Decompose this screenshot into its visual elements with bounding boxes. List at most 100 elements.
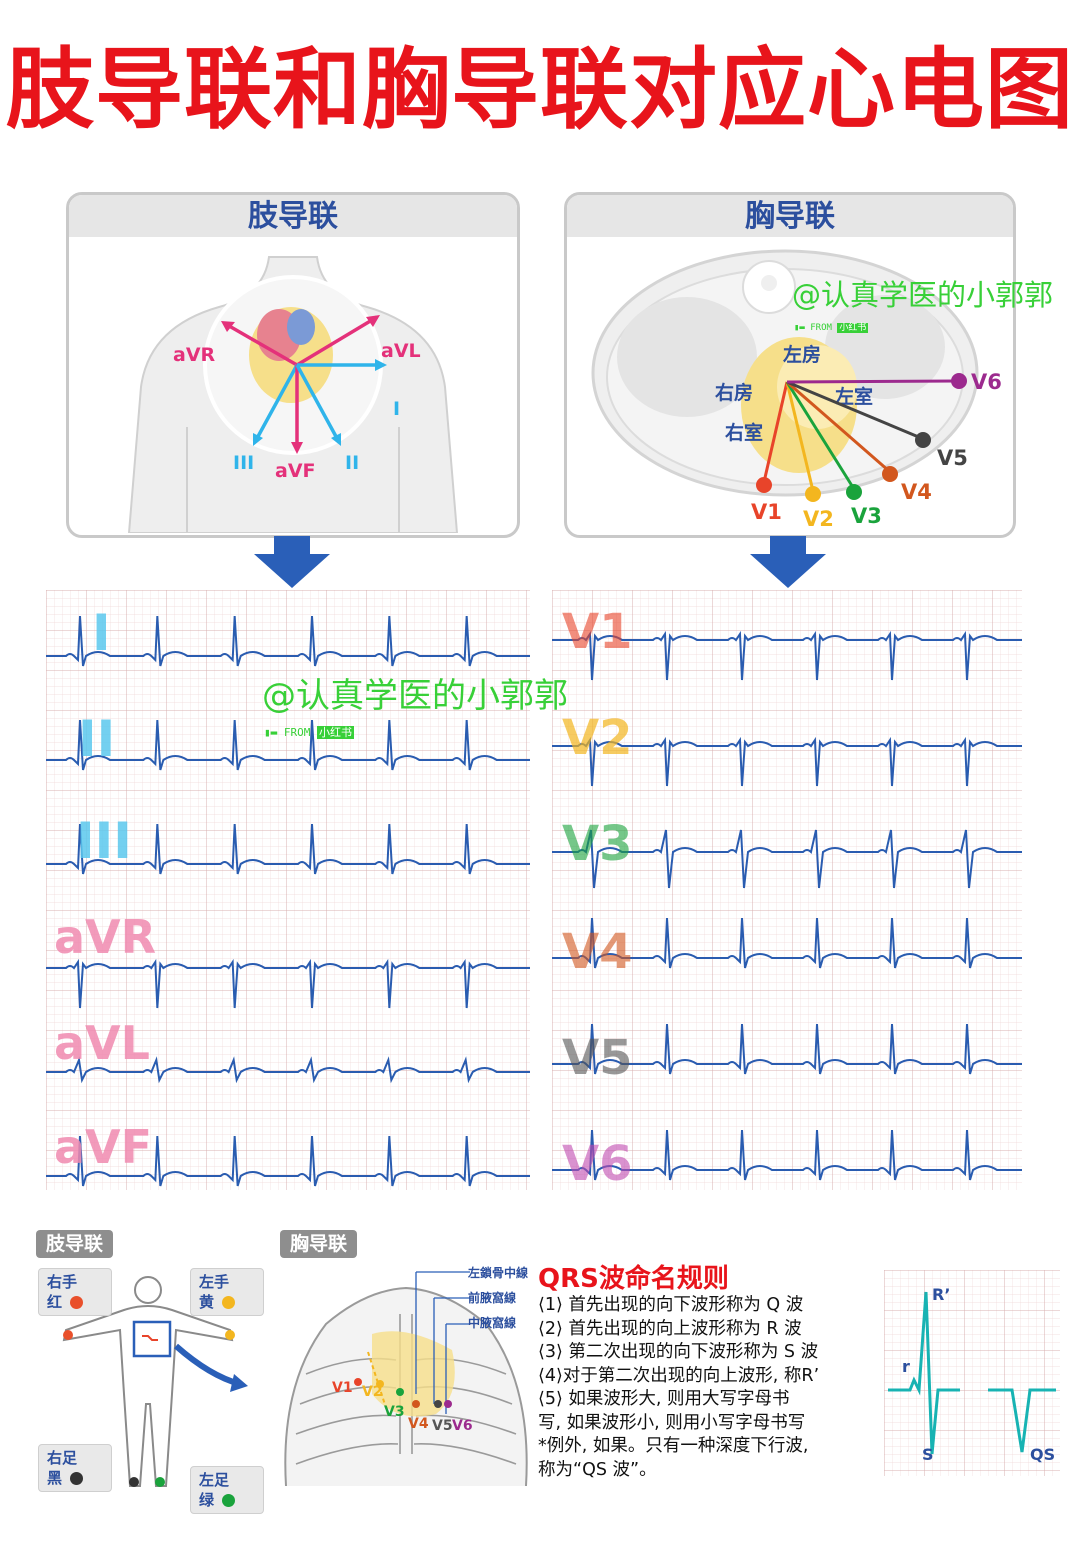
ii-vector-label: II	[345, 452, 359, 474]
v5-electrode-label: V5	[432, 1418, 453, 1434]
ecg-lead-label-v3: V3	[562, 816, 633, 872]
ecg-trace	[46, 615, 530, 667]
watermark-from-label-center: FROM	[283, 726, 311, 739]
chest-lead-panel: 胸导联 左房 右房 左室 右室 V1 V2 V3 V4	[564, 192, 1016, 538]
watermark-from: ▮▬ FROM 小红书	[794, 323, 869, 333]
watermark-from-label: FROM	[810, 323, 832, 333]
left-foot-color-label: 绿	[199, 1491, 215, 1509]
v4-electrode-label: V4	[408, 1416, 429, 1432]
green-electrode-dot	[222, 1494, 236, 1507]
watermark-app: 小红书	[837, 323, 869, 333]
qrs-rules: ⟨1⟩ 首先出现的向下波形称为 Q 波 ⟨2⟩ 首先出现的向上波形称为 R 波 …	[538, 1294, 883, 1482]
ecg-lead-label-v1: V1	[562, 604, 633, 660]
avl-vector-label: aVL	[381, 340, 421, 362]
rib-cage-diagram: V1 V2 V3 V4 V5 V6	[284, 1271, 528, 1487]
ecg-trace	[46, 1056, 530, 1084]
ecg-lead-label-v4: V4	[562, 924, 633, 980]
ecg-trace	[46, 719, 530, 771]
limb-placement-tag: 肢导联	[36, 1230, 114, 1258]
ecg-trace	[552, 1023, 1022, 1075]
chest-panel-header: 胸导联	[567, 195, 1013, 237]
anterior-axillary-line-label: 前腋窩線	[468, 1291, 517, 1305]
right-hand-electrode: 右手 红	[38, 1268, 112, 1316]
v1-vector-label: V1	[751, 500, 782, 524]
black-electrode-dot	[70, 1472, 84, 1485]
page-title: 肢导联和胸导联对应心电图	[5, 38, 1074, 141]
limb-lead-diagram: aVR aVL I III aVF II	[127, 256, 459, 533]
chest-lead-diagram: 左房 右房 左室 右室 V1 V2 V3 V4 V5 V6	[591, 249, 1002, 531]
left-atrium-label: 左房	[783, 343, 821, 366]
qrs-rule-2: ⟨2⟩ 首先出现的向上波形称为 R 波	[538, 1318, 802, 1339]
v3-electrode-label: V3	[384, 1404, 405, 1420]
ecg-lead-label-avf: aVF	[54, 1120, 153, 1174]
right-foot-label: 右足	[47, 1449, 78, 1467]
limb-panel-header: 肢导联	[69, 195, 517, 237]
qrs-rule-6: 写, 如果波形小, 则用小写字母书写	[538, 1412, 806, 1433]
limb-lead-panel: 肢导联 aVR aVL I III aVF	[66, 192, 520, 538]
v2-vector-label: V2	[803, 507, 834, 531]
right-hand-color-label: 红	[47, 1293, 63, 1311]
qrs-qs-label: QS	[1030, 1445, 1055, 1464]
qrs-s-label: S	[922, 1445, 934, 1464]
chest-ecg-grid	[552, 590, 1022, 1190]
qrs-title: QRS波命名规则	[538, 1264, 729, 1294]
watermark-text-center: @认真学医的小郭郭	[262, 676, 568, 716]
left-hand-label: 左手	[199, 1273, 230, 1291]
qrs-rule-8: 称为“QS 波”。	[538, 1459, 657, 1480]
watermark-app-center: 小红书	[317, 726, 354, 739]
v3-vector-label: V3	[851, 504, 882, 528]
left-hand-electrode: 左手 黄	[190, 1268, 264, 1316]
watermark-text: @认真学医的小郭郭	[792, 278, 1054, 312]
ecg-trace	[46, 1135, 530, 1187]
qrs-rule-5: ⟨5⟩ 如果波形大, 则用大写字母书	[538, 1389, 790, 1409]
ecg-lead-label-iii: III	[76, 812, 132, 870]
right-ventricle-label: 右室	[724, 421, 763, 444]
ecg-trace	[552, 630, 1022, 681]
left-hand-color-label: 黄	[199, 1293, 215, 1311]
ecg-lead-label-v6: V6	[562, 1136, 633, 1192]
ecg-trace	[552, 917, 1022, 969]
qrs-r-prime-label: R’	[932, 1285, 950, 1304]
chest-down-arrow-icon	[750, 536, 826, 588]
left-foot-electrode: 左足 绿	[190, 1466, 264, 1514]
ecg-trace	[46, 823, 530, 875]
iii-vector-label: III	[233, 452, 254, 474]
ecg-lead-label-v2: V2	[562, 710, 633, 766]
ecg-lead-label-ii: II	[78, 710, 116, 768]
ecg-lead-label-v5: V5	[562, 1030, 633, 1086]
right-atrium-label: 右房	[714, 381, 753, 404]
qrs-rule-1: ⟨1⟩ 首先出现的向下波形称为 Q 波	[538, 1295, 804, 1315]
v6-vector-label: V6	[971, 370, 1002, 394]
v6-electrode-label: V6	[452, 1418, 473, 1434]
ecg-lead-label-avl: aVL	[54, 1016, 150, 1070]
midclavicular-line-label: 左鎖骨中線	[468, 1266, 529, 1280]
avr-vector-label: aVR	[173, 344, 216, 366]
limb-down-arrow-icon	[254, 536, 330, 588]
ecg-trace	[552, 1129, 1022, 1181]
ecg-lead-label-avr: aVR	[54, 910, 157, 964]
ecg-trace	[552, 736, 1022, 787]
red-electrode-dot	[70, 1296, 84, 1309]
right-foot-color-label: 黑	[47, 1469, 63, 1487]
v2-electrode-label: V2	[362, 1384, 383, 1400]
left-ventricle-label: 左室	[835, 385, 873, 408]
watermark-from-center: ▮▬ FROM 小红书	[264, 726, 354, 739]
qrs-small-r-label: r	[902, 1357, 910, 1376]
chest-placement-tag: 胸导联	[280, 1230, 358, 1258]
monitor-icon	[132, 1320, 172, 1358]
avf-vector-label: aVF	[275, 460, 316, 482]
qrs-waveform-diagram: R’ r S QS	[884, 1270, 1060, 1476]
body-figure-diagram	[62, 1276, 248, 1487]
qrs-rule-7: *例外, 如果。只有一种深度下行波,	[538, 1436, 809, 1456]
ecg-trace	[46, 958, 530, 1009]
right-foot-electrode: 右足 黑	[38, 1444, 112, 1492]
v5-vector-label: V5	[937, 446, 968, 470]
i-vector-label: I	[393, 398, 400, 420]
qrs-rule-4: ⟨4⟩对于第二次出现的向上波形, 称R’	[538, 1365, 820, 1386]
qrs-rule-3: ⟨3⟩ 第二次出现的向下波形称为 S 波	[538, 1342, 819, 1362]
limb-ecg-grid	[46, 590, 530, 1190]
v1-electrode-label: V1	[332, 1380, 353, 1396]
yellow-electrode-dot	[222, 1296, 236, 1309]
right-hand-label: 右手	[47, 1273, 78, 1291]
mid-axillary-line-label: 中腋窩線	[468, 1316, 517, 1330]
